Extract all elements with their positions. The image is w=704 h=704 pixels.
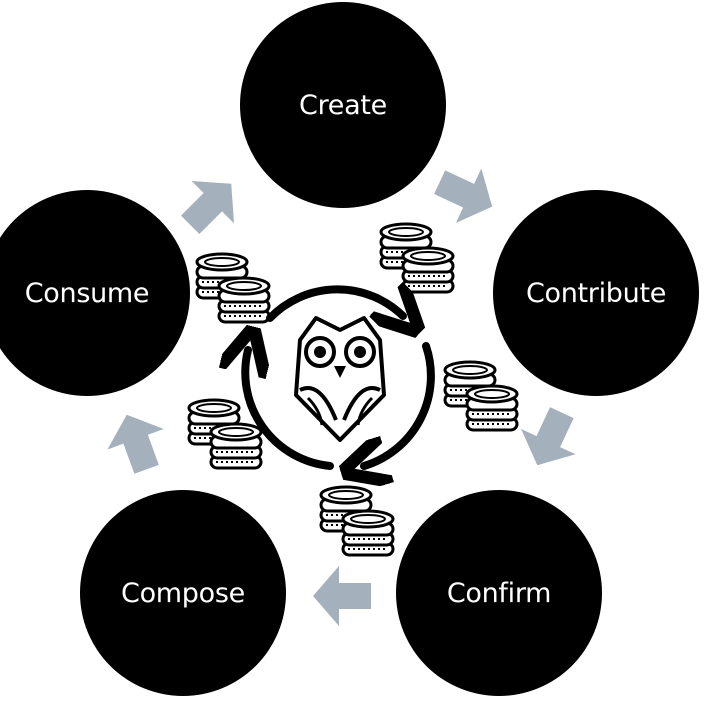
node-label: Contribute <box>525 277 667 309</box>
node-compose: Compose <box>80 490 286 696</box>
node-contribute: Contribute <box>493 190 699 396</box>
arrow-create-to-contribute <box>426 154 505 234</box>
node-consume: Consume <box>0 190 190 396</box>
node-create: Create <box>240 2 446 208</box>
node-label: Confirm <box>446 577 552 609</box>
coin-stack-icon <box>445 362 517 430</box>
coin-stack-icon <box>197 254 269 322</box>
coin-stack-icon <box>381 224 453 292</box>
node-label: Consume <box>24 277 150 309</box>
arrow-consume-to-create <box>168 162 253 247</box>
arrow-contribute-to-confirm <box>510 399 590 478</box>
node-label: Create <box>299 89 387 121</box>
coin-stack-icon <box>321 487 393 555</box>
node-label: Compose <box>121 577 245 609</box>
owl-with-cycle-arrows-icon <box>245 289 435 466</box>
arrow-compose-to-consume <box>98 404 175 480</box>
arrow-confirm-to-compose <box>313 566 371 626</box>
node-confirm: Confirm <box>396 490 602 696</box>
